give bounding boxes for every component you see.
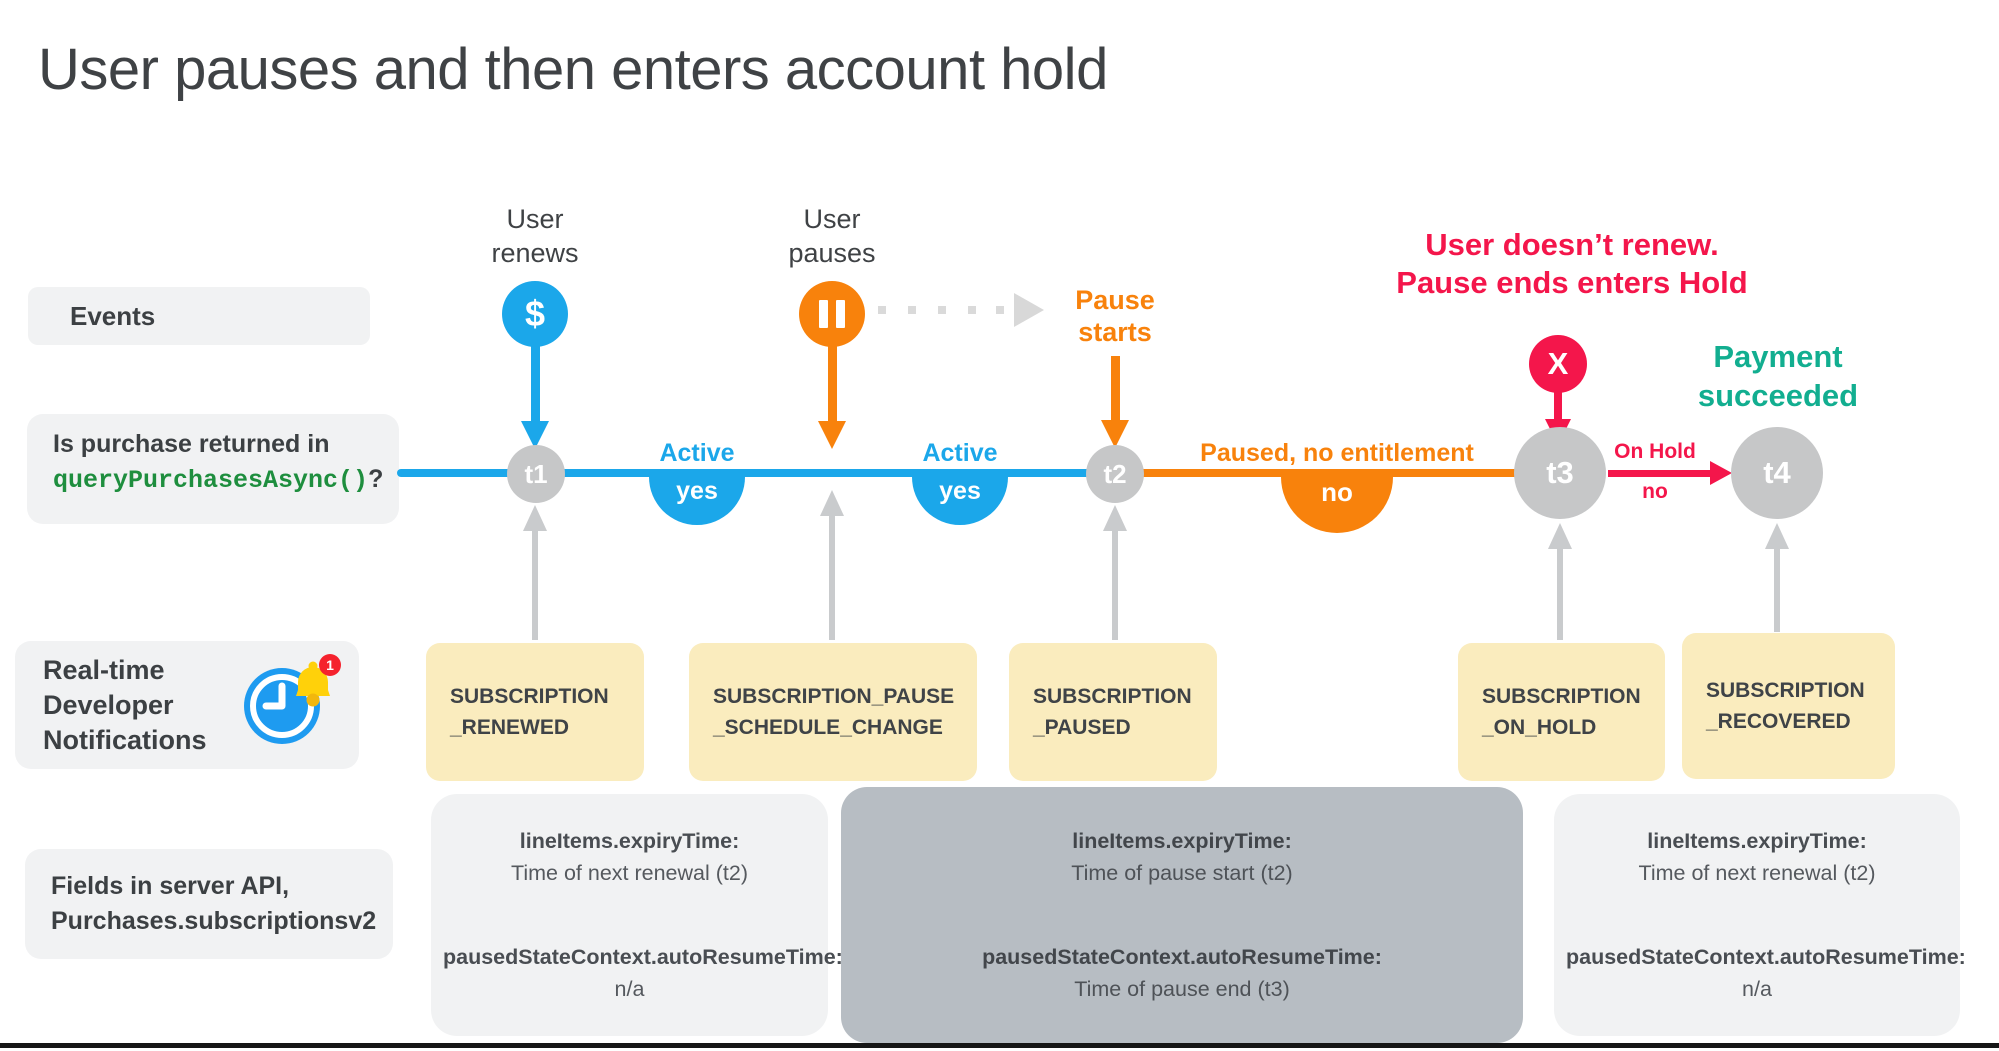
query-answer-no-2: no [1642, 480, 1668, 503]
purchase-question-code: queryPurchasesAsync() [53, 466, 369, 495]
purchase-question-line1: Is purchase returned in [53, 430, 330, 458]
segment-label-paused: Paused, no entitlement [1200, 439, 1474, 467]
dotted-arrowhead-icon [1014, 293, 1044, 327]
dotted-arrow-segment [968, 306, 976, 314]
pause-down-arrow [828, 345, 837, 421]
fields-box-renewed: lineItems.expiryTime: Time of next renew… [431, 794, 843, 1036]
dotted-arrow-segment [938, 306, 946, 314]
payment-succeeded-label: Payment succeeded [1697, 339, 1859, 413]
timeline-node-t1: t1 [507, 445, 565, 503]
rtdn-up-arrow-t2 [1112, 529, 1118, 640]
rtdn-up-arrowhead-pause [820, 490, 844, 516]
on-hold-arrow [1608, 470, 1712, 477]
slide-bottom-border [0, 1043, 1999, 1048]
fields-box-recovered: lineItems.expiryTime: Time of next renew… [1554, 794, 1966, 1036]
rtdn-row-line1: Real-time [43, 655, 165, 685]
query-answer-no-1: no [1281, 477, 1393, 533]
rtdn-box-renewed: SUBSCRIPTION _RENEWED [426, 643, 644, 781]
renew-down-arrow [531, 345, 540, 421]
rtdn-up-arrow-pause [829, 514, 835, 640]
query-answer-yes-1: yes [649, 477, 745, 525]
rtdn-up-arrowhead-t1 [523, 505, 547, 531]
user-renews-label: User renews [491, 204, 579, 268]
pause-down-arrowhead [818, 421, 846, 449]
on-hold-arrowhead [1710, 461, 1732, 485]
fields-row-line1: Fields in server API, [51, 872, 290, 900]
hold-heading: User doesn’t renew. Pause ends enters Ho… [1396, 227, 1748, 301]
dollar-renewal-icon: $ [502, 281, 568, 347]
segment-label-active-2: Active [922, 439, 998, 467]
rtdn-box-paused: SUBSCRIPTION _PAUSED [1009, 643, 1217, 781]
rtdn-box-on-hold: SUBSCRIPTION _ON_HOLD [1458, 643, 1665, 781]
timeline-node-t2: t2 [1086, 445, 1144, 503]
svg-text:1: 1 [326, 657, 334, 673]
rtdn-up-arrow-t4 [1774, 547, 1780, 632]
user-pauses-label: User pauses [788, 204, 876, 268]
rtdn-row-line2: Developer [43, 690, 174, 721]
pause-starts-label: Pause starts [1075, 285, 1155, 348]
rtdn-up-arrow-t1 [532, 529, 538, 640]
clock-bell-notification-icon: 1 [244, 654, 341, 744]
rtdn-box-pause-schedule-change: SUBSCRIPTION_PAUSE _SCHEDULE_CHANGE [689, 643, 977, 781]
rtdn-up-arrowhead-t3 [1548, 523, 1572, 549]
pause-starts-down-arrowhead [1101, 420, 1129, 448]
rtdn-box-recovered: SUBSCRIPTION _RECOVERED [1682, 633, 1895, 779]
hold-down-arrow [1554, 391, 1562, 419]
dotted-arrow-segment [878, 306, 886, 314]
dotted-arrow-segment [908, 306, 916, 314]
segment-label-active-1: Active [659, 439, 735, 467]
rtdn-up-arrowhead-t4 [1765, 523, 1789, 549]
timeline-node-t4: t4 [1731, 427, 1823, 519]
pause-starts-down-arrow [1111, 356, 1120, 420]
rtdn-up-arrowhead-t2 [1103, 505, 1127, 531]
timeline-active-segment [397, 469, 1115, 477]
bell-icon [296, 661, 330, 707]
cancel-x-icon: X [1529, 335, 1587, 393]
purchase-question-label: Is purchase returned in queryPurchasesAs… [27, 414, 399, 524]
rtdn-up-arrow-t3 [1557, 547, 1563, 640]
rtdn-row-line3: Notifications [43, 725, 207, 756]
fields-row-line2: Purchases.subscriptionsv2 [51, 907, 377, 935]
purchase-question-suffix: ? [368, 465, 384, 493]
fields-box-paused: lineItems.expiryTime: Time of pause star… [841, 787, 1523, 1043]
events-row-label: Events [28, 287, 370, 345]
segment-label-on-hold: On Hold [1614, 440, 1696, 463]
query-answer-yes-2: yes [912, 477, 1008, 525]
renew-down-arrowhead [521, 421, 549, 449]
timeline-paused-segment [1115, 469, 1560, 477]
pause-icon [799, 281, 865, 347]
fields-row-label: Fields in server API, Purchases.subscrip… [25, 849, 393, 959]
timeline-node-t3: t3 [1514, 427, 1606, 519]
events-row-label-text: Events [70, 301, 156, 331]
dotted-arrow-segment [996, 306, 1004, 314]
page-title: User pauses and then enters account hold [38, 37, 1108, 102]
